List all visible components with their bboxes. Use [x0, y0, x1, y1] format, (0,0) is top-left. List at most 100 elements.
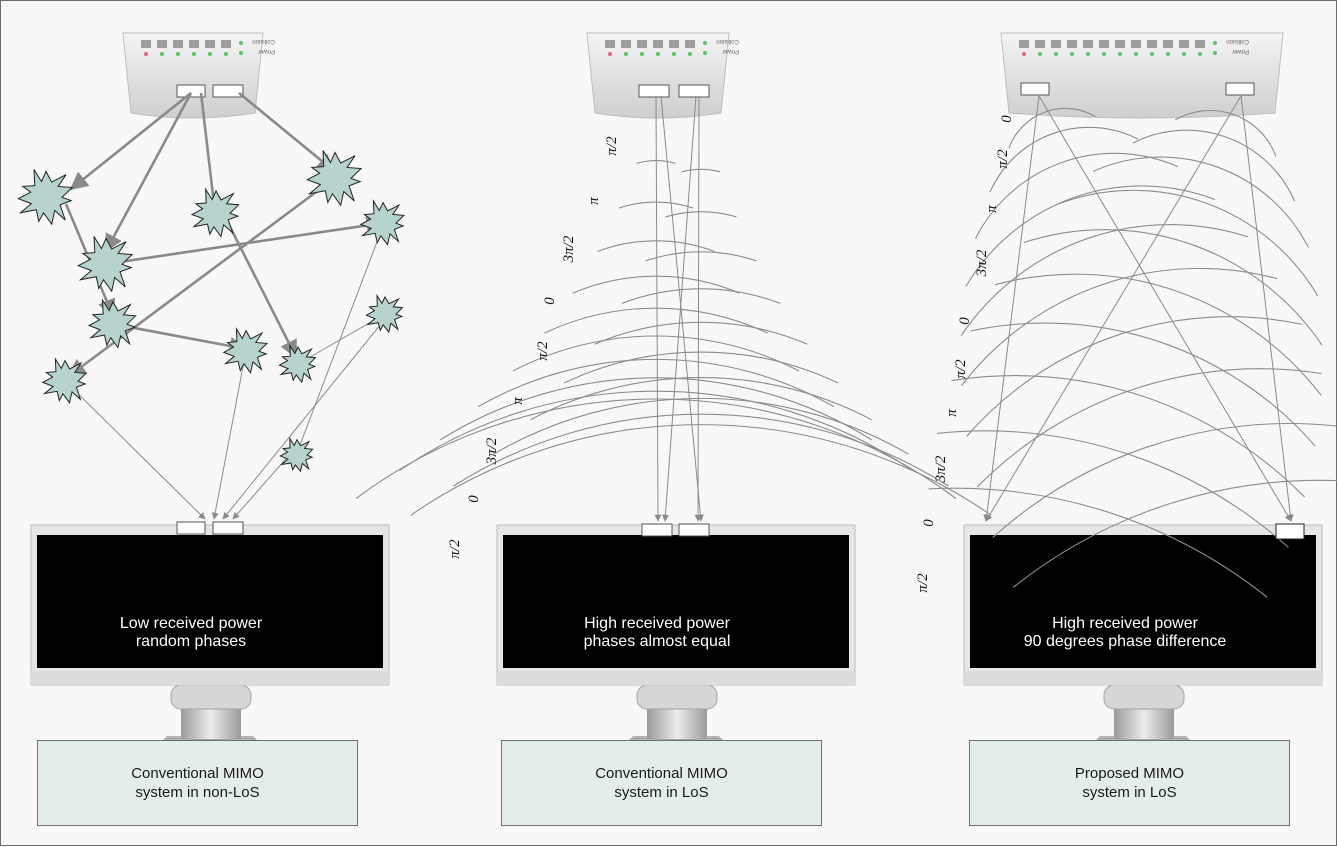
los-ray	[694, 95, 702, 522]
wavefront-arc	[399, 390, 913, 472]
router-label: Collision	[252, 38, 275, 44]
ethernet-port	[621, 40, 631, 48]
wavefront-arc	[1092, 156, 1309, 248]
status-led	[1070, 52, 1074, 56]
received-ray	[211, 350, 247, 520]
ethernet-port	[1163, 40, 1173, 48]
wavefront-arc	[1012, 479, 1337, 588]
scattered-ray	[104, 92, 193, 253]
ethernet-port	[157, 40, 167, 48]
router-label: Power	[1232, 48, 1249, 54]
rx-antenna	[176, 521, 206, 535]
status-led	[1038, 52, 1042, 56]
status-led	[703, 51, 707, 55]
phase-label: π/2	[915, 573, 931, 593]
ethernet-port	[189, 40, 199, 48]
ethernet-port	[1131, 40, 1141, 48]
phase-label: π/2	[604, 136, 620, 156]
tx-antenna	[176, 84, 206, 98]
screen-text-line: High received power	[1052, 615, 1199, 632]
router-label: Power	[258, 48, 275, 54]
scatterer-star	[359, 199, 406, 246]
wavefront-arc	[410, 424, 992, 516]
ethernet-port	[1083, 40, 1093, 48]
wavefront-arc	[966, 316, 1302, 437]
scattered-ray	[67, 176, 336, 378]
phase-label: 3π/2	[561, 235, 577, 263]
status-led	[624, 52, 628, 56]
wavefront-arc	[937, 430, 1289, 548]
received-ray	[64, 380, 206, 520]
status-led	[192, 52, 196, 56]
wavefront-arc	[928, 487, 1268, 598]
monitor-hinge	[170, 684, 252, 710]
ethernet-port	[669, 40, 679, 48]
status-led	[176, 52, 180, 56]
wavefront-arc	[951, 375, 1305, 498]
scatterer-star	[365, 293, 404, 334]
scatterer-star	[17, 169, 74, 226]
monitor-screen	[503, 535, 849, 668]
monitor-screen	[970, 535, 1316, 668]
tx-antenna	[212, 84, 244, 98]
monitor-2	[496, 524, 856, 761]
rx-antenna	[212, 521, 244, 535]
ethernet-port	[1195, 40, 1205, 48]
caption-line-2: system in LoS	[614, 784, 709, 801]
wavefront-arc	[645, 251, 757, 262]
phase-label: 0	[466, 495, 482, 503]
phase-label: 0	[999, 115, 1015, 123]
router-label: Collision	[1226, 38, 1249, 44]
los-ray	[983, 95, 1040, 522]
router-non-los: Power Collision	[122, 32, 275, 119]
wavefront-arc	[681, 168, 721, 173]
wavefront-arc	[453, 413, 949, 487]
status-led	[224, 52, 228, 56]
wavefront-arc	[493, 397, 909, 455]
phase-label: π/2	[535, 341, 551, 361]
tx-antenna	[678, 84, 710, 98]
phase-label: 0	[957, 317, 973, 325]
status-led	[1198, 52, 1202, 56]
wavefront-arc	[355, 398, 957, 499]
status-led	[672, 52, 676, 56]
received-ray	[295, 225, 384, 454]
wavefront-arc	[960, 224, 1249, 337]
status-led	[1118, 52, 1122, 56]
received-ray	[232, 452, 292, 520]
ethernet-port	[1067, 40, 1077, 48]
status-led	[1134, 52, 1138, 56]
los-ray	[1240, 95, 1294, 522]
los-ray	[985, 95, 1242, 522]
los-ray	[1038, 95, 1292, 522]
wavefront-arc	[440, 377, 872, 441]
phase-label: 3π/2	[974, 249, 990, 277]
screen-text-line: phases almost equal	[584, 633, 731, 650]
status-led	[656, 52, 660, 56]
phase-label: 0	[542, 297, 558, 305]
monitor-hinge	[636, 684, 718, 710]
scatterer-star	[306, 150, 363, 207]
wavefront-arc	[597, 240, 715, 252]
status-led	[1182, 52, 1186, 56]
monitor-screen	[37, 535, 383, 668]
ethernet-port	[1179, 40, 1189, 48]
scattered-ray	[105, 216, 385, 266]
wavefront-arc	[563, 351, 839, 384]
phase-label: 3π/2	[484, 437, 500, 465]
status-led	[640, 52, 644, 56]
screen-text-line: High received power	[584, 615, 731, 632]
wavefront-arc	[976, 368, 1322, 488]
monitor-chin	[31, 671, 389, 685]
status-led	[1086, 52, 1090, 56]
phase-label: π/2	[447, 539, 463, 559]
ethernet-port	[605, 40, 615, 48]
phase-label: π	[510, 397, 526, 405]
monitor-chin	[964, 671, 1322, 685]
ethernet-port	[1051, 40, 1061, 48]
ethernet-port	[141, 40, 151, 48]
phase-label: 3π/2	[933, 455, 949, 483]
scatterer-star	[41, 357, 88, 404]
wavefront-arc	[960, 267, 1278, 387]
